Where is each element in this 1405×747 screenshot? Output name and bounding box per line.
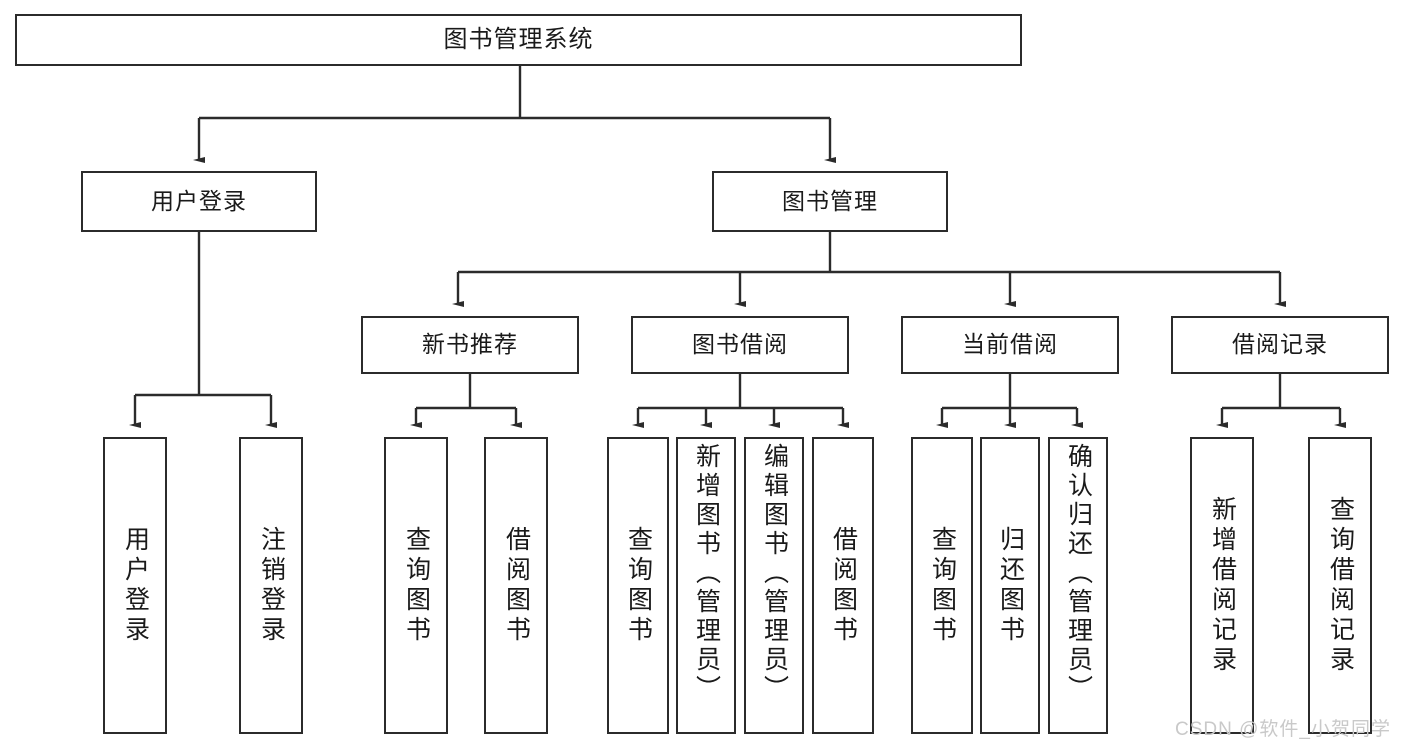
node-new-book-recommend[interactable]: 新书推荐 bbox=[361, 316, 579, 374]
node-label: 查询借阅记录 bbox=[1326, 495, 1355, 676]
node-label: 图书管理系统 bbox=[443, 25, 594, 53]
node-label: 新增图书（管理员） bbox=[692, 443, 721, 704]
leaf-add-book-admin[interactable]: 新增图书（管理员） bbox=[676, 437, 736, 734]
node-label: 查询图书 bbox=[402, 525, 431, 646]
node-borrow-records[interactable]: 借阅记录 bbox=[1171, 316, 1389, 374]
node-label: 当前借阅 bbox=[962, 331, 1058, 358]
node-label: 归还图书 bbox=[996, 525, 1025, 646]
leaf-user-login[interactable]: 用户登录 bbox=[103, 437, 167, 734]
leaf-query-book[interactable]: 查询图书 bbox=[607, 437, 669, 734]
leaf-borrow-book[interactable]: 借阅图书 bbox=[812, 437, 874, 734]
node-label: 用户登录 bbox=[121, 525, 150, 646]
node-label: 借阅图书 bbox=[829, 525, 858, 646]
node-label: 确认归还（管理员） bbox=[1064, 443, 1093, 704]
node-label: 查询图书 bbox=[928, 525, 957, 646]
node-label: 新增借阅记录 bbox=[1208, 495, 1237, 676]
leaf-logout[interactable]: 注销登录 bbox=[239, 437, 303, 734]
node-current-borrow[interactable]: 当前借阅 bbox=[901, 316, 1119, 374]
node-label: 图书管理 bbox=[782, 187, 878, 214]
node-label: 借阅图书 bbox=[502, 525, 531, 646]
leaf-add-borrow-record[interactable]: 新增借阅记录 bbox=[1190, 437, 1254, 734]
node-label: 查询图书 bbox=[624, 525, 653, 646]
leaf-edit-book-admin[interactable]: 编辑图书（管理员） bbox=[744, 437, 804, 734]
watermark: CSDN @软件_小贺同学 bbox=[1175, 719, 1391, 740]
node-label: 用户登录 bbox=[151, 187, 247, 214]
node-book-management[interactable]: 图书管理 bbox=[712, 171, 948, 232]
node-root[interactable]: 图书管理系统 bbox=[15, 14, 1022, 66]
node-user-login[interactable]: 用户登录 bbox=[81, 171, 317, 232]
node-label: 新书推荐 bbox=[422, 331, 518, 358]
leaf-query-book-current[interactable]: 查询图书 bbox=[911, 437, 973, 734]
node-label: 编辑图书（管理员） bbox=[760, 443, 789, 704]
leaf-query-borrow-record[interactable]: 查询借阅记录 bbox=[1308, 437, 1372, 734]
leaf-confirm-return-admin[interactable]: 确认归还（管理员） bbox=[1048, 437, 1108, 734]
node-label: 注销登录 bbox=[257, 525, 286, 646]
leaf-query-book-recommend[interactable]: 查询图书 bbox=[384, 437, 448, 734]
node-book-borrow[interactable]: 图书借阅 bbox=[631, 316, 849, 374]
node-label: 借阅记录 bbox=[1232, 331, 1328, 358]
node-label: 图书借阅 bbox=[692, 331, 788, 358]
leaf-borrow-book-recommend[interactable]: 借阅图书 bbox=[484, 437, 548, 734]
leaf-return-book[interactable]: 归还图书 bbox=[980, 437, 1040, 734]
